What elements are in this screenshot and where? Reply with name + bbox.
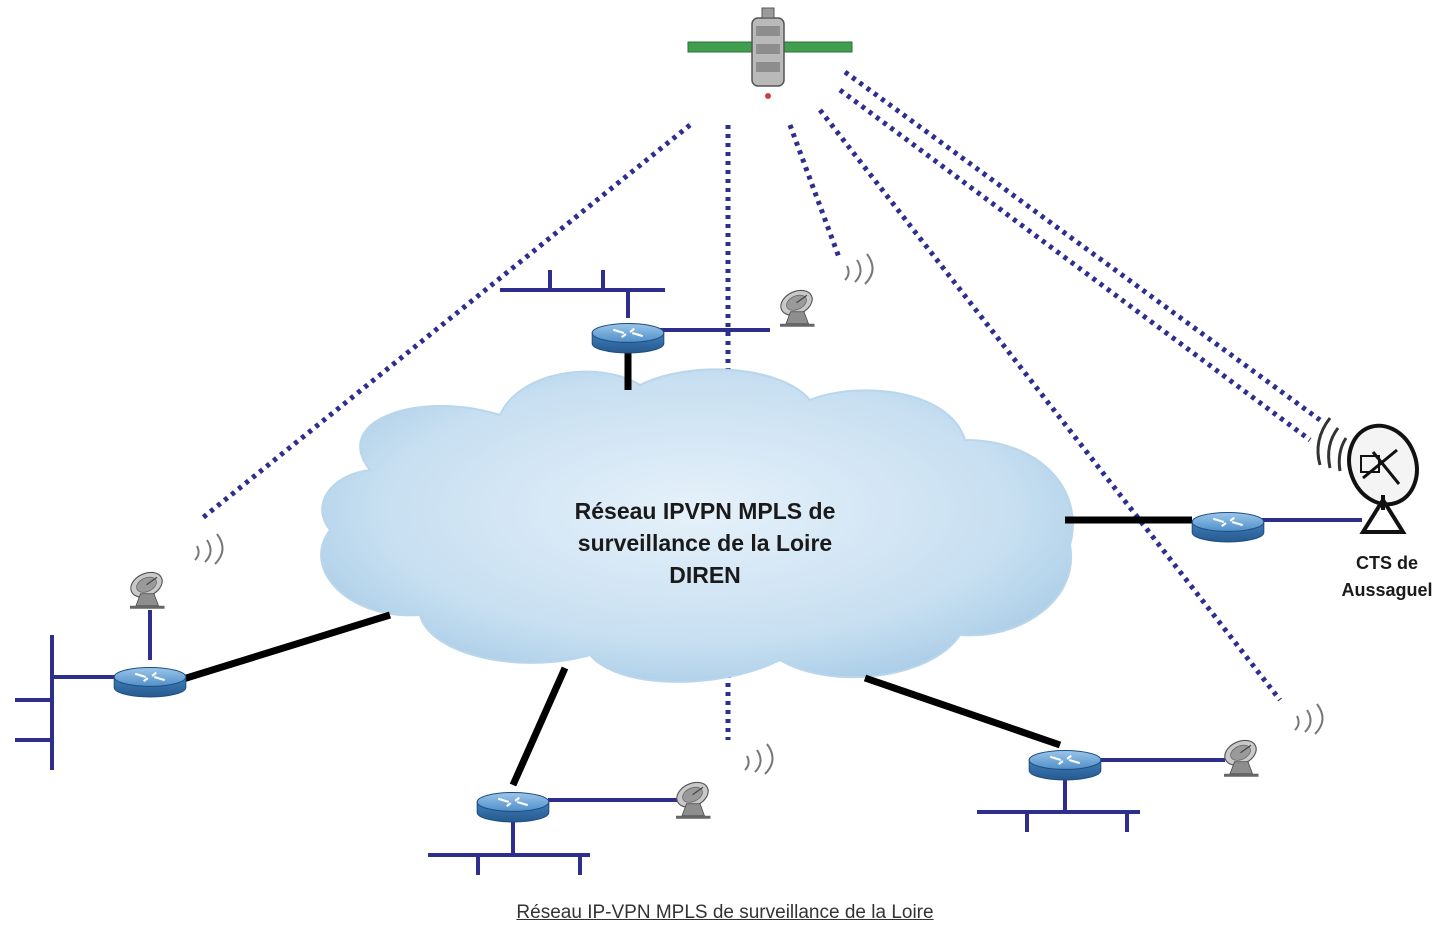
backbone-southeast xyxy=(863,674,1062,749)
dish-antenna-icon xyxy=(126,567,167,610)
sat-link-southeast xyxy=(818,108,1282,702)
cloud-label-line2: surveillance de la Loire xyxy=(577,530,833,556)
sat-link-cts-b xyxy=(843,69,1322,423)
cloud-label-line1: Réseau IPVPN MPLS de xyxy=(574,498,836,524)
signal-waves-icon xyxy=(844,253,874,285)
cts-dish-icon xyxy=(1316,417,1419,534)
figure-caption: Réseau IP-VPN MPLS de surveillance de la… xyxy=(516,902,934,923)
backbone-west xyxy=(178,611,392,684)
cloud-label-line3: DIREN xyxy=(669,562,741,588)
backbone-links xyxy=(178,345,1192,787)
satellite-icon xyxy=(687,7,853,99)
router-icon xyxy=(1191,511,1265,543)
lan-lines xyxy=(15,270,1362,875)
router-icon xyxy=(476,791,550,823)
sat-link-top-router xyxy=(787,124,843,261)
cloud-label: Réseau IPVPN MPLS de surveillance de la … xyxy=(470,495,940,591)
sat-link-cts-a xyxy=(838,87,1312,443)
signal-waves-icon xyxy=(744,743,774,775)
dish-antenna-icon xyxy=(672,777,713,820)
cts-label-line2: Aussaguel xyxy=(1341,580,1433,600)
router-icon xyxy=(1028,749,1102,781)
sat-link-west xyxy=(198,123,692,522)
backbone-south xyxy=(509,666,569,787)
signal-waves-icon xyxy=(194,533,224,565)
dish-antenna-icon xyxy=(776,285,817,328)
signal-waves-icon xyxy=(1294,703,1324,735)
cts-label: CTS de Aussaguel xyxy=(1312,550,1450,604)
router-icon xyxy=(591,322,665,354)
cloud-icon xyxy=(320,368,1074,683)
dish-antenna-icon xyxy=(1220,735,1261,778)
cts-label-line1: CTS de xyxy=(1355,553,1418,573)
router-icon xyxy=(113,666,187,698)
